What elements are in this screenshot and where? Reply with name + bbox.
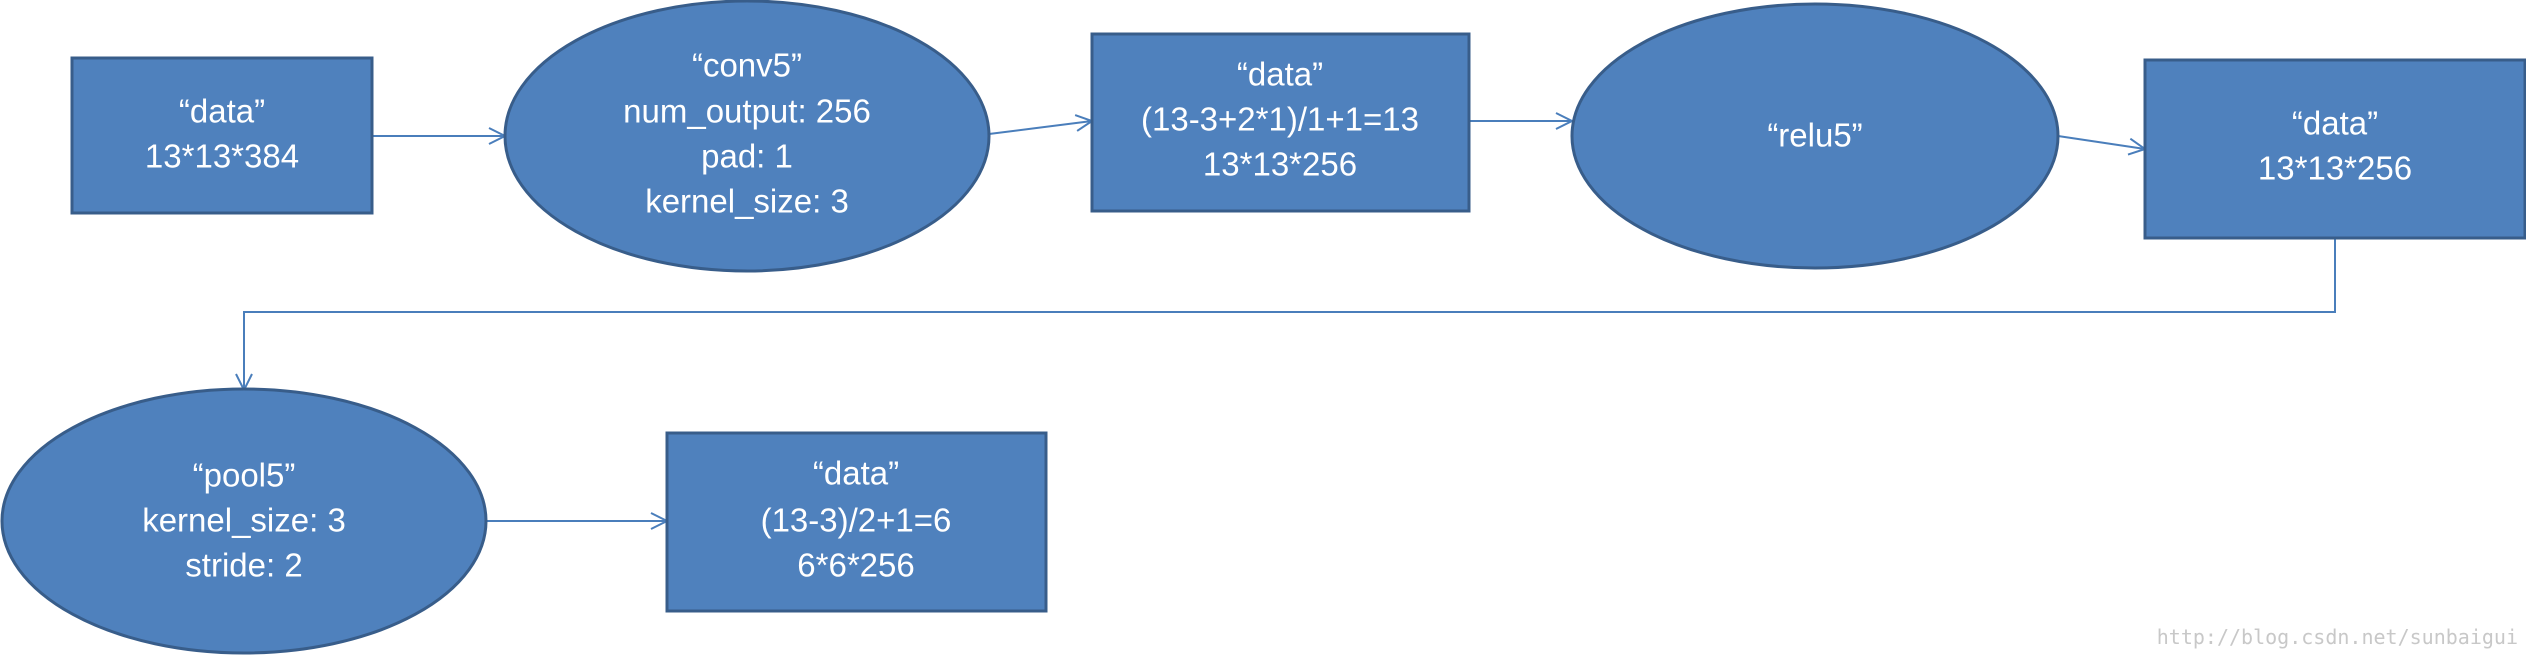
connectors: [244, 121, 2336, 521]
node-data-conv5: “data” (13-3+2*1)/1+1=13 13*13*256: [1090, 32, 1471, 213]
node-data-pool5-line-3: 6*6*256: [797, 547, 914, 584]
node-data-relu5-line-2: 13*13*256: [2258, 150, 2412, 187]
node-pool5-line-2: kernel_size: 3: [142, 502, 346, 539]
node-pool5: “pool5” kernel_size: 3 stride: 2: [0, 387, 488, 655]
node-conv5: “conv5” num_output: 256 pad: 1 kernel_si…: [503, 0, 991, 273]
node-relu5-line-1: “relu5”: [1767, 117, 1862, 154]
node-data-conv5-line-1: “data”: [1237, 56, 1323, 93]
node-data-pool5: “data” (13-3)/2+1=6 6*6*256: [665, 431, 1048, 613]
arrow-data-relu5-to-pool5: [244, 238, 2336, 390]
node-conv5-line-3: pad: 1: [701, 138, 793, 175]
node-data-input: “data” 13*13*384: [70, 56, 374, 215]
node-relu5: “relu5”: [1570, 2, 2060, 270]
node-data-conv5-line-2: (13-3+2*1)/1+1=13: [1141, 101, 1419, 138]
node-pool5-line-1: “pool5”: [193, 457, 296, 494]
node-pool5-line-3: stride: 2: [185, 547, 302, 584]
node-data-input-line-2: 13*13*384: [145, 138, 299, 175]
node-conv5-line-1: “conv5”: [692, 47, 802, 84]
node-data-pool5-line-1: “data”: [813, 455, 899, 492]
node-conv5-line-4: kernel_size: 3: [645, 183, 849, 220]
watermark-text: http://blog.csdn.net/sunbaigui: [2157, 625, 2518, 649]
node-data-input-line-1: “data”: [179, 93, 265, 130]
node-data-relu5-line-1: “data”: [2292, 105, 2378, 142]
node-data-pool5-line-2: (13-3)/2+1=6: [761, 502, 952, 539]
node-data-conv5-line-3: 13*13*256: [1203, 146, 1357, 183]
node-conv5-line-2: num_output: 256: [623, 93, 871, 130]
node-data-relu5: “data” 13*13*256: [2143, 58, 2526, 240]
arrow-conv5-to-data-conv5: [988, 121, 1092, 135]
arrow-relu5-to-data-relu5: [2057, 135, 2145, 149]
